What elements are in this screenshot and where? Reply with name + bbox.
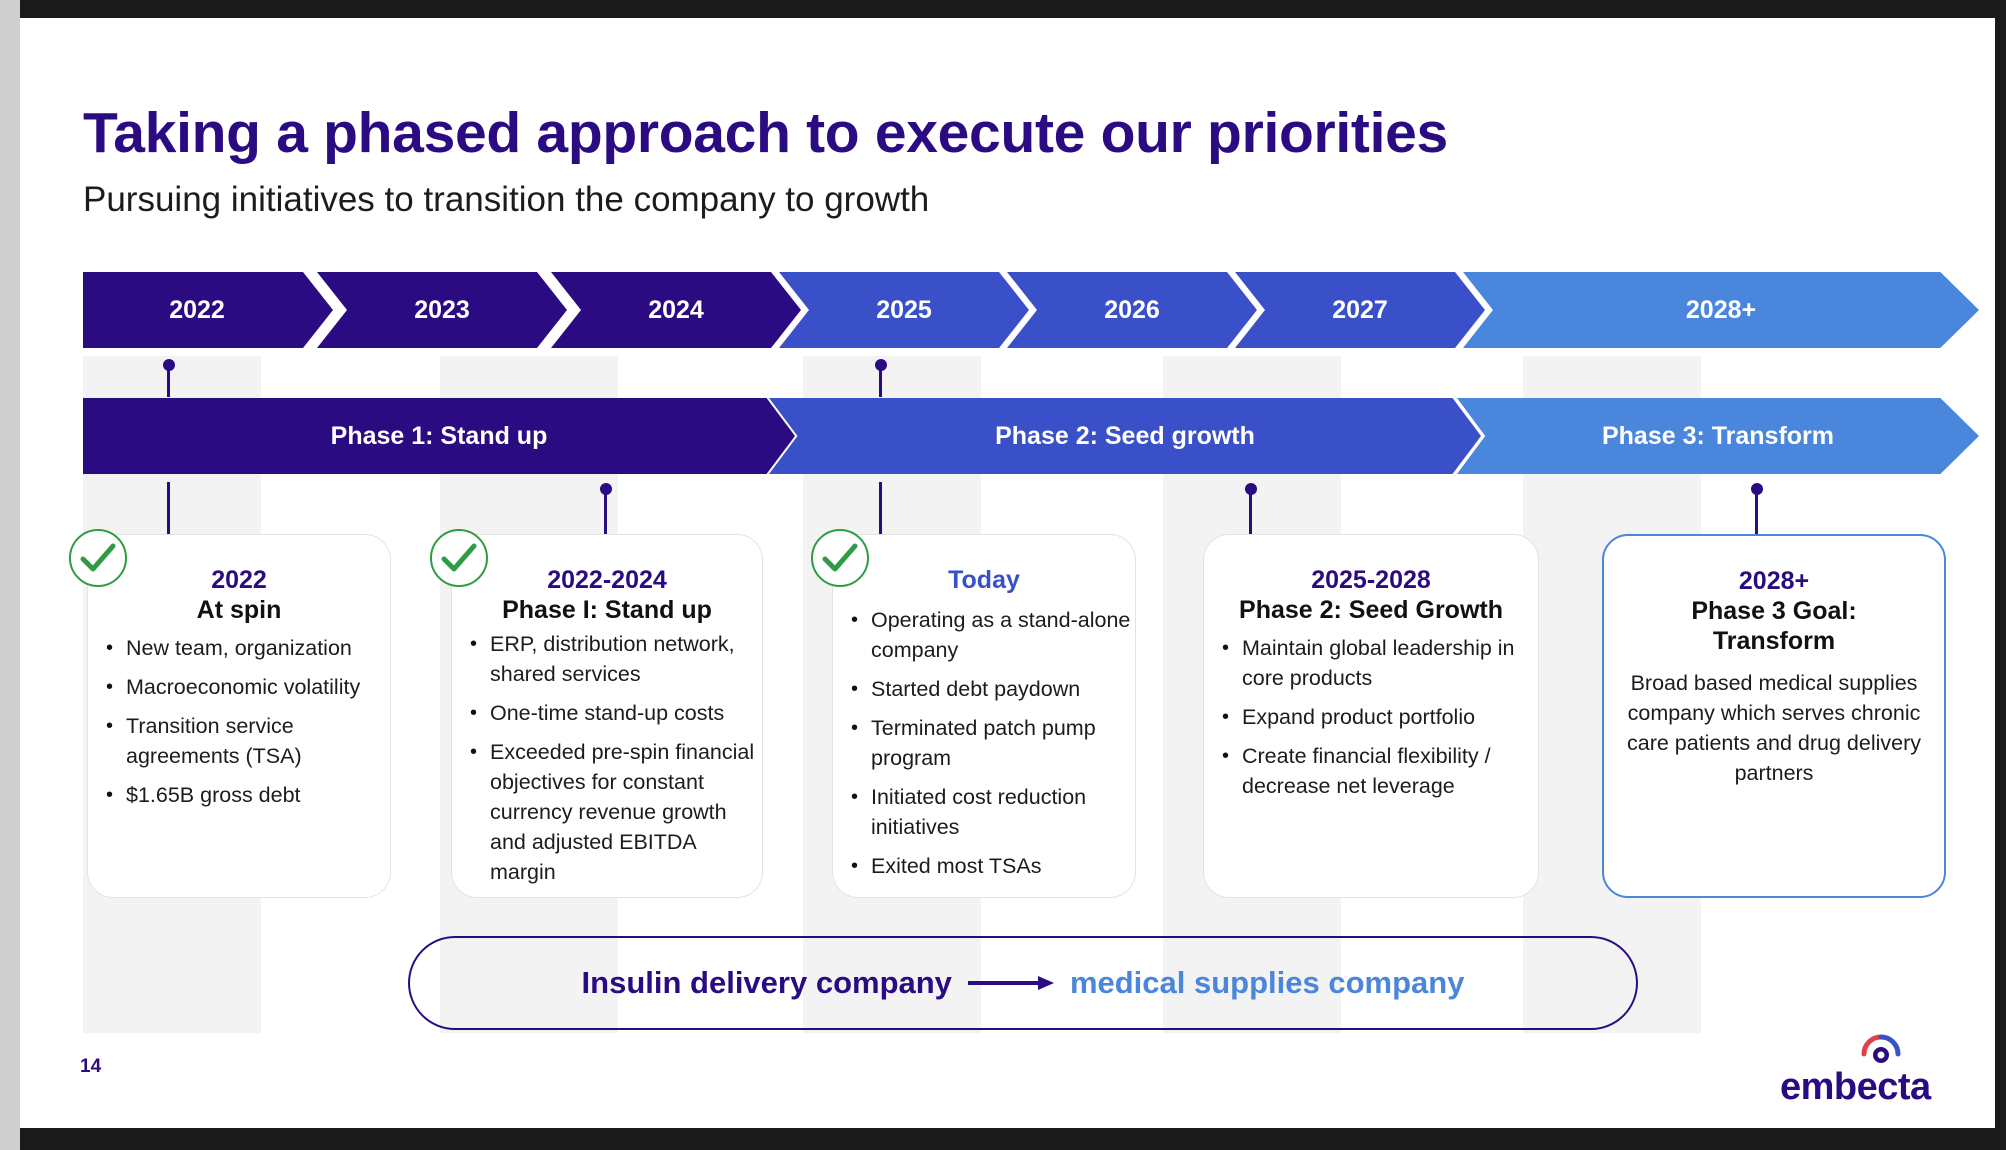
- bullet-item: Initiated cost reduction initiatives: [851, 782, 1135, 842]
- timeline-pin-line: [167, 367, 170, 397]
- year-label: 2023: [414, 295, 470, 324]
- transition-banner: Insulin delivery company medical supplie…: [408, 936, 1638, 1030]
- bullet-item: Exceeded pre-spin financial objectives f…: [470, 737, 762, 887]
- check-icon: [811, 529, 869, 587]
- card-subheading: At spin: [196, 596, 282, 624]
- check-icon: [69, 529, 127, 587]
- card-connector-dot: [1751, 483, 1763, 495]
- phase-label: Phase 1: Stand up: [330, 421, 548, 450]
- timeline-pin-dot: [875, 359, 887, 371]
- milestone-card-2025-2028: 2025-2028 Phase 2: Seed Growth Maintain …: [1203, 534, 1539, 898]
- year-label: 2026: [1104, 295, 1160, 324]
- phase-label: Phase 3: Transform: [1601, 421, 1835, 450]
- year-label: 2024: [648, 295, 704, 324]
- phase-label: Phase 2: Seed growth: [995, 421, 1255, 450]
- card-connector-dot: [600, 483, 612, 495]
- bullet-item: Create financial flexibility / decrease …: [1222, 741, 1538, 801]
- card-connector: [1249, 490, 1252, 534]
- card-connector: [1755, 490, 1758, 534]
- milestone-card-today: Today Operating as a stand-alone company…: [832, 534, 1136, 898]
- year-chevron-2027: 2027: [1235, 272, 1485, 348]
- phase-chevron-2: Phase 2: Seed growth: [769, 398, 1481, 474]
- year-label: 2028+: [1685, 295, 1757, 324]
- card-heading: 2022-2024: [547, 566, 667, 594]
- bullet-item: Terminated patch pump program: [851, 713, 1135, 773]
- bullet-item: Started debt paydown: [851, 674, 1135, 704]
- timeline-pin-line: [879, 367, 882, 397]
- card-bullets: ERP, distribution network, shared servic…: [452, 629, 762, 887]
- milestone-card-2022: 2022 At spin New team, organization Macr…: [87, 534, 391, 898]
- banner-to-text: medical supplies company: [1069, 965, 1465, 1000]
- card-bullets: New team, organization Macroeconomic vol…: [88, 633, 390, 810]
- card-heading: 2028+: [1738, 567, 1810, 595]
- right-arrow-icon: [967, 976, 1054, 990]
- card-subheading: Phase I: Stand up: [502, 596, 712, 624]
- bullet-item: One-time stand-up costs: [470, 698, 762, 728]
- card-connector: [879, 482, 882, 534]
- window-edge: [0, 0, 20, 1150]
- card-heading: 2025-2028: [1311, 566, 1431, 594]
- card-subheading: Phase 3 Goal: Transform: [1691, 597, 1857, 655]
- year-chevron-2026: 2026: [1007, 272, 1257, 348]
- card-bullets: Maintain global leadership in core produ…: [1204, 633, 1538, 801]
- card-description: Broad based medical supplies company whi…: [1626, 671, 1921, 785]
- bullet-item: Maintain global leadership in core produ…: [1222, 633, 1538, 693]
- logo-wordmark: embecta: [1780, 1066, 1931, 1108]
- year-chevron-2025: 2025: [779, 272, 1029, 348]
- bullet-item: Expand product portfolio: [1222, 702, 1538, 732]
- card-bullets: Operating as a stand-alone company Start…: [833, 605, 1135, 881]
- phase-chevron-1: Phase 1: Stand up: [83, 398, 795, 474]
- card-subheading: Phase 2: Seed Growth: [1239, 596, 1503, 624]
- bullet-item: Operating as a stand-alone company: [851, 605, 1135, 665]
- year-chevron-2028-plus: 2028+: [1463, 272, 1979, 348]
- card-connector-dot: [1245, 483, 1257, 495]
- timeline-pin-dot: [163, 359, 175, 371]
- slide-subtitle: Pursuing initiatives to transition the c…: [83, 180, 930, 219]
- bullet-item: New team, organization: [106, 633, 390, 663]
- bullet-item: Macroeconomic volatility: [106, 672, 390, 702]
- bullet-item: Exited most TSAs: [851, 851, 1135, 881]
- embecta-logo: embecta: [1780, 1028, 1950, 1108]
- year-label: 2025: [876, 295, 932, 324]
- check-icon: [430, 529, 488, 587]
- bullet-item: Transition service agreements (TSA): [106, 711, 390, 771]
- banner-from-text: Insulin delivery company: [581, 965, 952, 1000]
- card-connector: [604, 490, 607, 534]
- page-number: 14: [80, 1056, 102, 1077]
- card-connector: [167, 482, 170, 534]
- card-heading: 2022: [211, 566, 267, 594]
- bullet-item: ERP, distribution network, shared servic…: [470, 629, 762, 689]
- bullet-item: $1.65B gross debt: [106, 780, 390, 810]
- phase-chevron-3: Phase 3: Transform: [1457, 398, 1979, 474]
- slide: Taking a phased approach to execute our …: [20, 18, 1995, 1128]
- year-label: 2027: [1332, 295, 1388, 324]
- slide-title: Taking a phased approach to execute our …: [83, 101, 1448, 165]
- card-heading: Today: [948, 566, 1020, 594]
- year-chevron-2024: 2024: [551, 272, 801, 348]
- milestone-card-2028-plus: 2028+ Phase 3 Goal: Transform Broad base…: [1602, 534, 1946, 898]
- embecta-ring-logo-icon: [1861, 1034, 1901, 1063]
- year-chevron-2023: 2023: [317, 272, 567, 348]
- year-chevron-2022: 2022: [83, 272, 333, 348]
- milestone-card-2022-2024: 2022-2024 Phase I: Stand up ERP, distrib…: [451, 534, 763, 898]
- year-label: 2022: [169, 295, 225, 324]
